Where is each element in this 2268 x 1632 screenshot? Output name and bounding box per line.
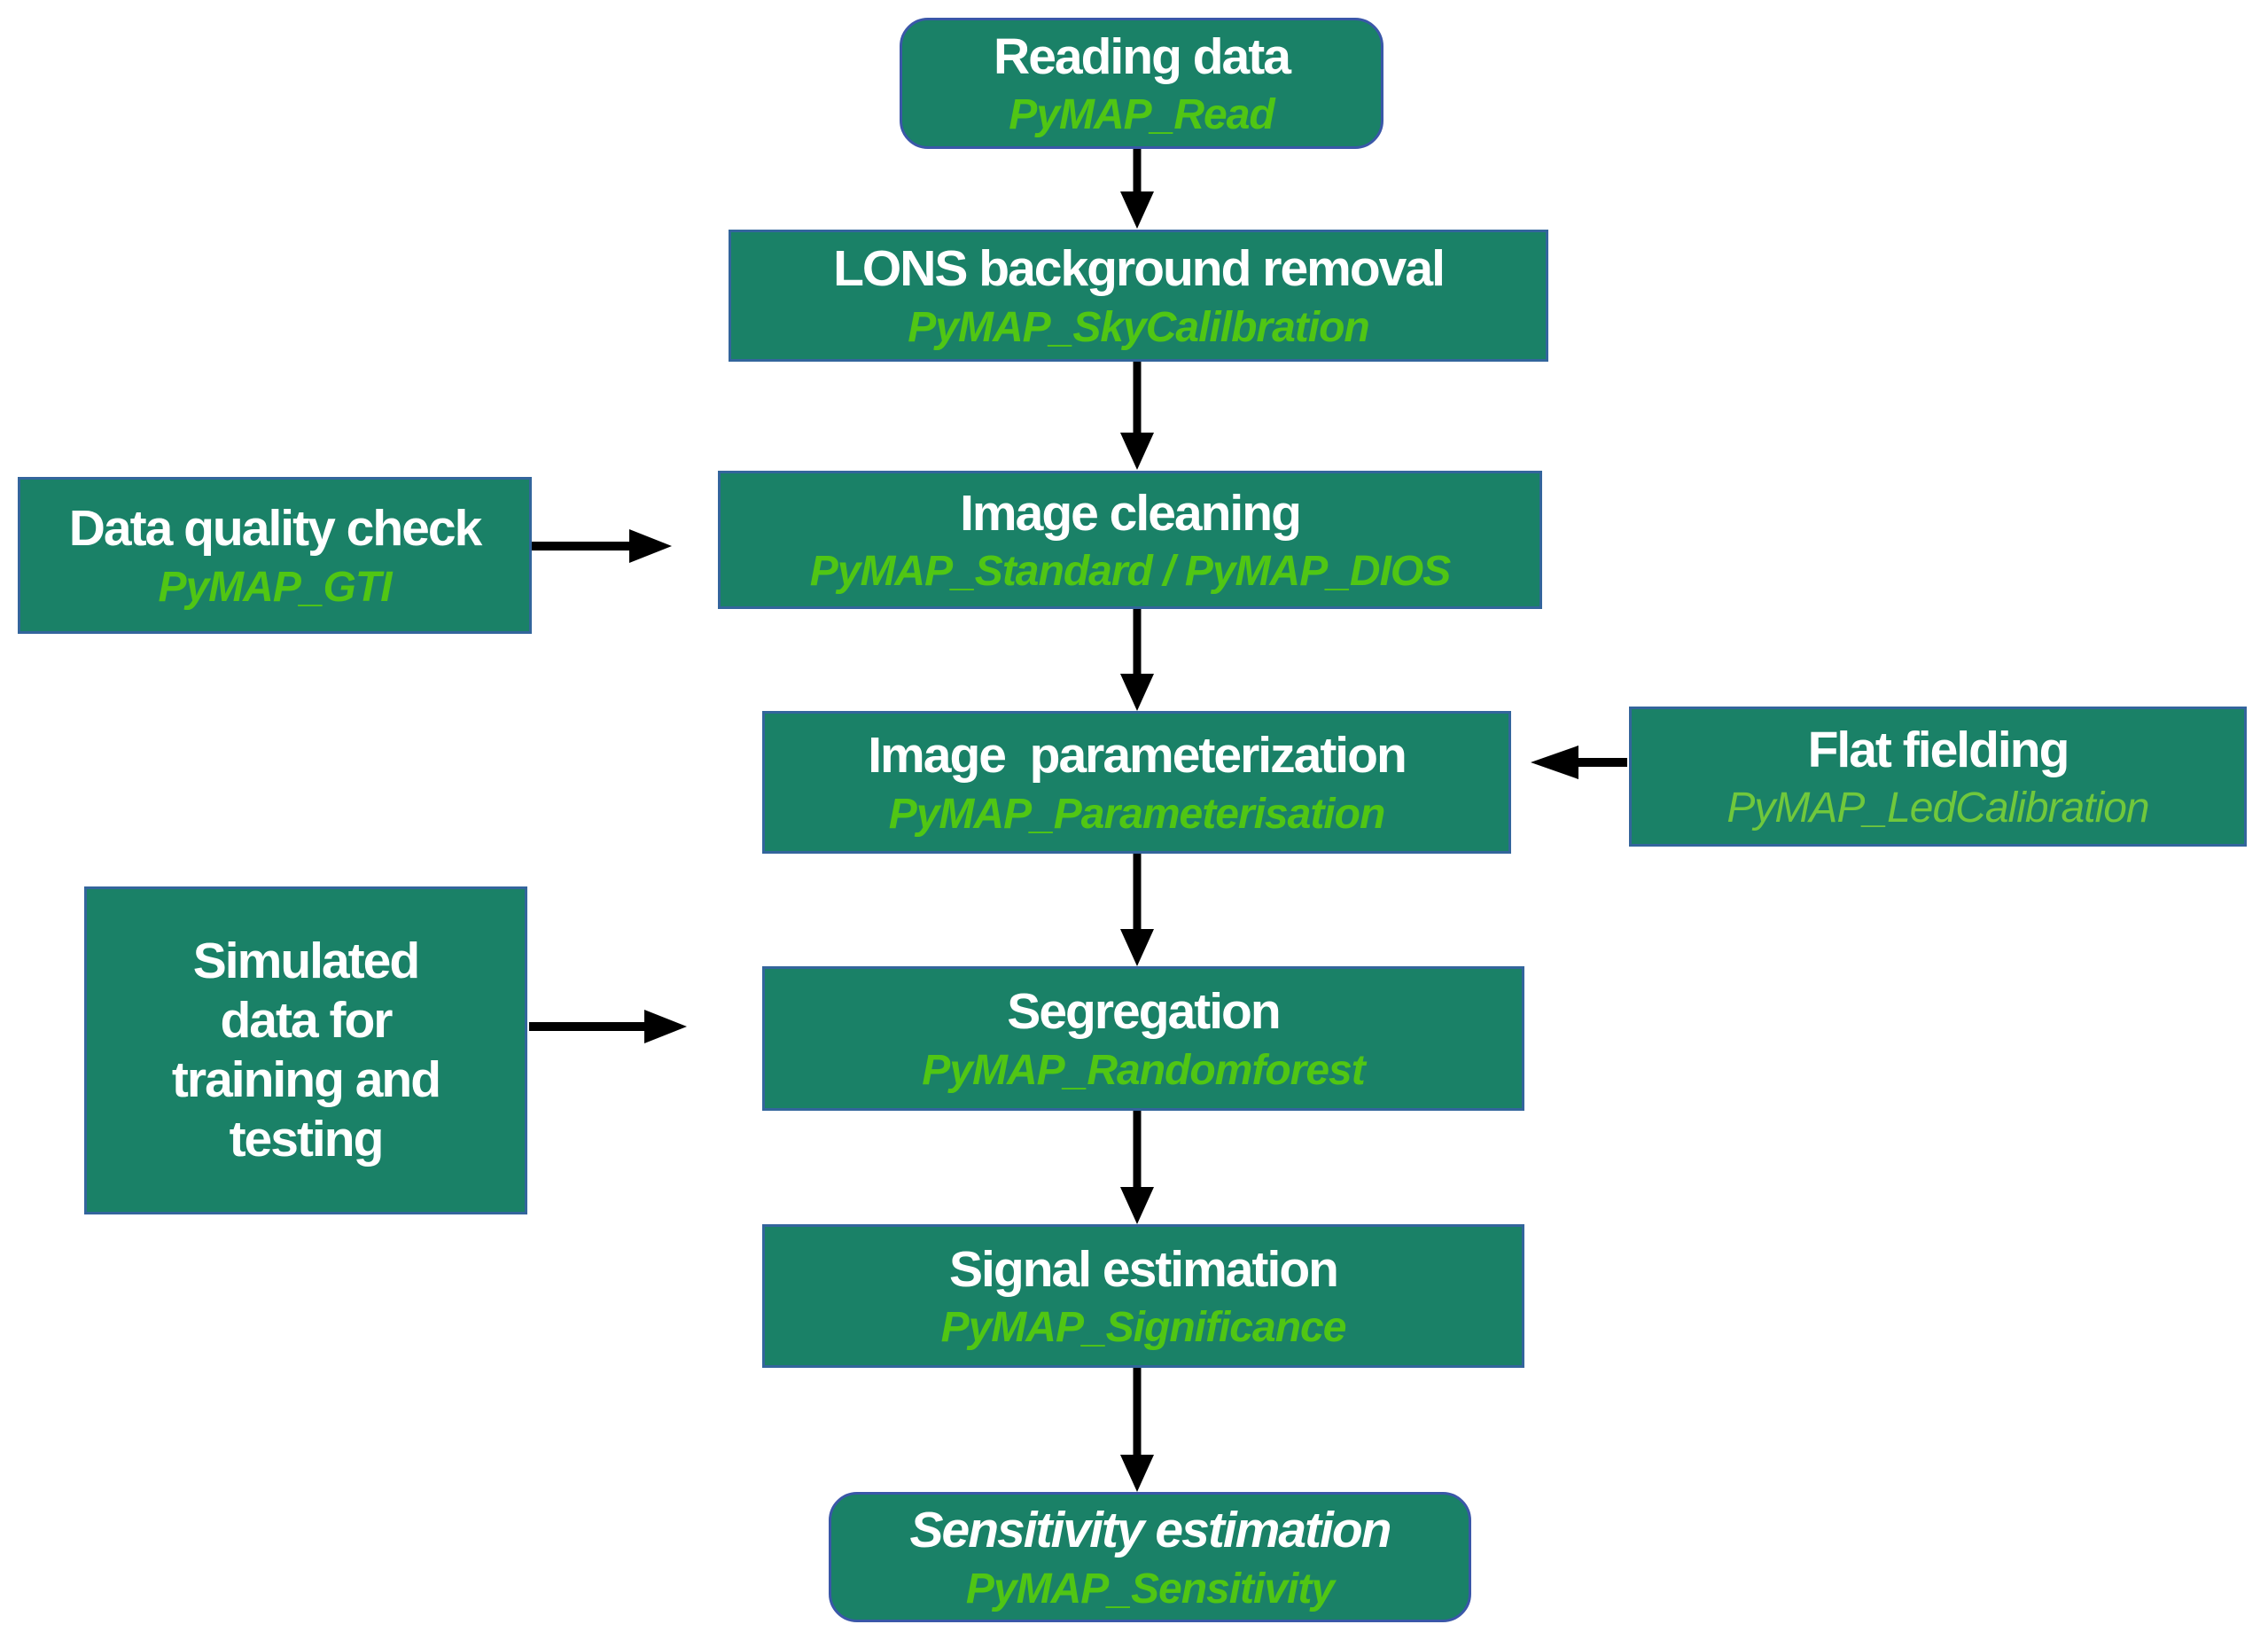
reading-data-title: Reading data [994,27,1291,85]
node-sensitivity-estimation: Sensitivity estimation PyMAP_Sensitivity [829,1492,1471,1622]
arrow-flat-to-param [1531,746,1627,779]
reading-data-subtitle: PyMAP_Read [1009,91,1274,139]
node-image-cleaning: Image cleaning PyMAP_Standard / PyMAP_DI… [718,471,1542,609]
arrow-lons-to-cleaning [1120,362,1154,470]
arrow-gti-to-cleaning [532,529,672,563]
image-cleaning-title: Image cleaning [960,484,1302,542]
sensitivity-estimation-title: Sensitivity estimation [909,1502,1391,1559]
signal-estimation-subtitle: PyMAP_Significance [940,1304,1347,1352]
node-flat-fielding: Flat fielding PyMAP_LedCalibration [1629,707,2247,847]
node-signal-estimation: Signal estimation PyMAP_Significance [762,1224,1524,1368]
sensitivity-estimation-subtitle: PyMAP_Sensitivity [965,1565,1335,1612]
data-quality-check-title: Data quality check [68,500,483,558]
node-reading-data: Reading data PyMAP_Read [900,18,1383,149]
image-cleaning-subtitle: PyMAP_Standard / PyMAP_DIOS [809,548,1452,596]
data-quality-check-subtitle: PyMAP_GTI [158,563,392,611]
arrow-reading-to-lons [1120,149,1154,229]
signal-estimation-title: Signal estimation [949,1240,1339,1298]
node-segregation: Segregation PyMAP_Randomforest [762,966,1524,1111]
node-simulated-data: Simulated data for training and testing [84,886,527,1214]
segregation-subtitle: PyMAP_Randomforest [922,1046,1365,1094]
image-parameterization-subtitle: PyMAP_Parameterisation [888,790,1386,838]
arrow-segregation-to-signal [1120,1111,1154,1224]
simulated-data-title: Simulated data for training and testing [171,932,441,1168]
flat-fielding-subtitle: PyMAP_LedCalibration [1726,785,2149,832]
flat-fielding-title: Flat fielding [1807,721,2070,778]
arrow-cleaning-to-param [1120,609,1154,711]
arrow-simulated-to-segregation [529,1010,687,1043]
image-parameterization-title: Image parameterization [868,727,1407,785]
node-data-quality-check: Data quality check PyMAP_GTI [18,477,532,634]
arrow-signal-to-sensitivity [1120,1368,1154,1492]
arrow-param-to-segregation [1120,854,1154,966]
lons-background-removal-subtitle: PyMAP_SkyCalilbration [908,303,1369,351]
segregation-title: Segregation [1007,983,1281,1041]
node-lons-background-removal: LONS background removal PyMAP_SkyCalilbr… [729,230,1548,362]
lons-background-removal-title: LONS background removal [833,240,1446,298]
node-image-parameterization: Image parameterization PyMAP_Parameteris… [762,711,1511,854]
